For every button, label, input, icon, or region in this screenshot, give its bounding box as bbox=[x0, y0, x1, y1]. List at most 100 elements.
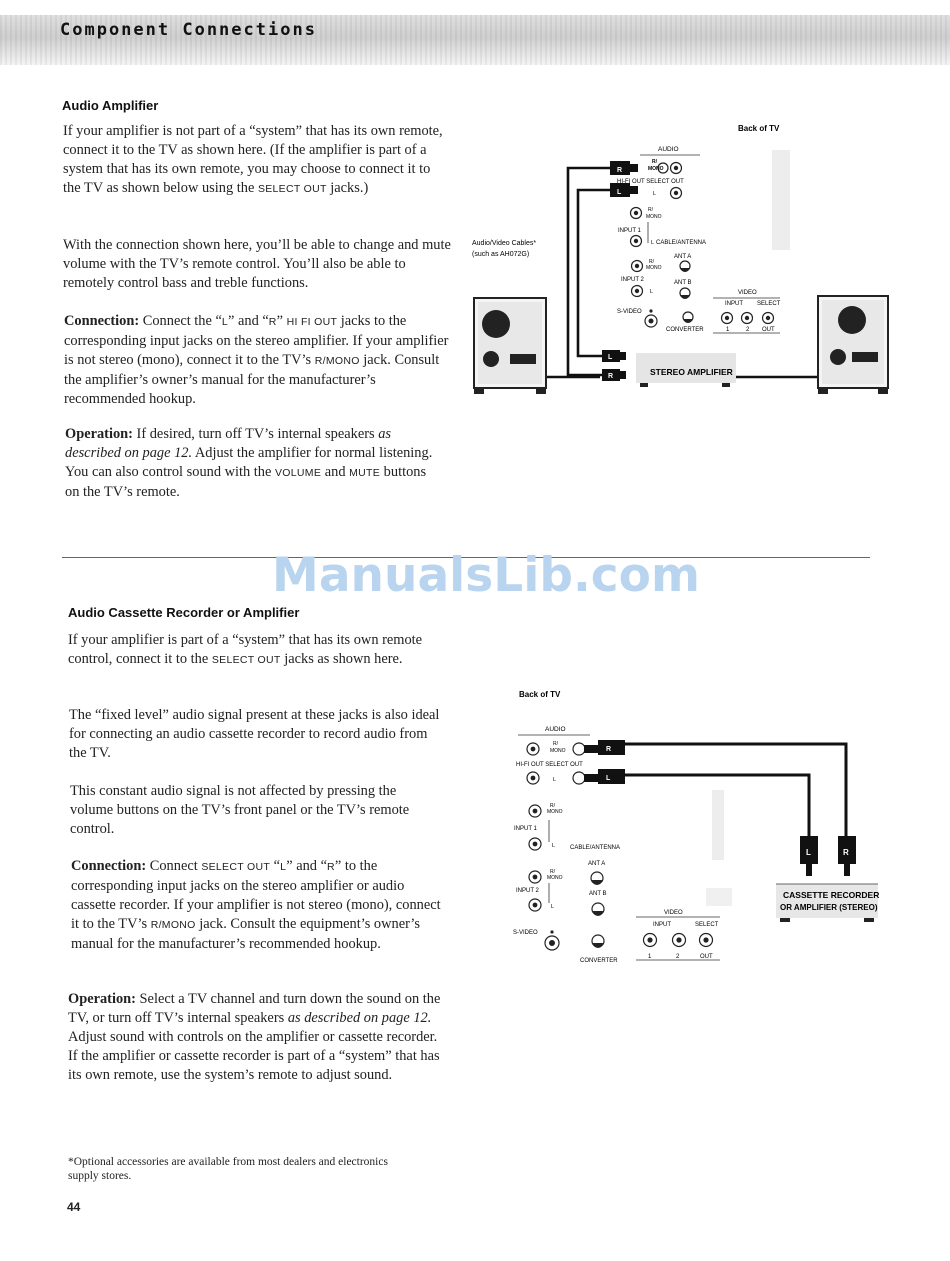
amplifier-connection-diagram: Back of TV AUDIO R/ MONO HI-FI OUT SELEC… bbox=[472, 124, 889, 394]
input2-r-jack bbox=[630, 259, 644, 273]
svg-text:SELECT: SELECT bbox=[757, 301, 781, 307]
tv-panel-texture bbox=[772, 150, 790, 250]
stereo-amplifier-label: STEREO AMPLIFIER bbox=[650, 367, 733, 377]
svg-text:1: 1 bbox=[726, 327, 730, 333]
svg-text:L: L bbox=[606, 775, 611, 782]
input1-l-jack bbox=[528, 837, 542, 851]
svg-text:MONO: MONO bbox=[550, 748, 566, 754]
right-speaker-tweeter bbox=[830, 349, 846, 365]
input1-r-jack bbox=[629, 206, 643, 220]
s1-connection-paragraph: Connection: Connect the “L” and “R” HI F… bbox=[64, 313, 449, 407]
watermark: ManualsLib.com bbox=[272, 548, 700, 603]
right-speaker-woofer bbox=[838, 306, 866, 334]
svg-text:R/: R/ bbox=[648, 207, 654, 213]
svg-text:L: L bbox=[551, 904, 554, 910]
r-mono-jack bbox=[526, 742, 540, 756]
left-speaker-woofer bbox=[482, 310, 510, 338]
page-number: 44 bbox=[67, 1200, 81, 1214]
hifi-l-jack bbox=[526, 771, 540, 785]
select-out-l-jack bbox=[572, 771, 586, 785]
back-of-tv-label: Back of TV bbox=[738, 124, 780, 133]
cable-l bbox=[576, 188, 620, 358]
svg-text:L: L bbox=[653, 191, 656, 197]
svg-text:L: L bbox=[552, 843, 555, 849]
input1-l-jack bbox=[629, 234, 643, 248]
svg-text:MONO: MONO bbox=[646, 265, 662, 271]
s-video-jack bbox=[544, 935, 560, 951]
svg-text:OUT: OUT bbox=[762, 327, 775, 333]
svg-text:SELECT: SELECT bbox=[695, 922, 719, 928]
ant-b-label: ANT B bbox=[589, 891, 607, 897]
cassette-label-line1: CASSETTE RECORDER bbox=[783, 890, 879, 900]
svg-text:L: L bbox=[806, 848, 811, 857]
input1-label: INPUT 1 bbox=[514, 826, 538, 832]
video-input1-jack bbox=[720, 311, 734, 325]
ant-b-label: ANT B bbox=[674, 280, 692, 286]
svg-text:R/: R/ bbox=[649, 259, 655, 265]
cable-antenna-label: CABLE/ANTENNA bbox=[570, 845, 620, 851]
svg-text:L: L bbox=[617, 189, 622, 196]
svg-text:(such as AH072G): (such as AH072G) bbox=[472, 251, 529, 258]
cables-label: Audio/Video Cables* bbox=[472, 240, 536, 247]
page-title: Component Connections bbox=[60, 20, 317, 40]
section-divider bbox=[62, 557, 870, 558]
tv-panel-texture bbox=[712, 790, 724, 860]
svg-text:INPUT: INPUT bbox=[653, 922, 671, 928]
svg-text:R/: R/ bbox=[652, 159, 658, 165]
s1-remote-paragraph: With the connection shown here, you’ll b… bbox=[63, 237, 451, 291]
plug-l-tv bbox=[598, 769, 625, 784]
svg-text:OUT: OUT bbox=[700, 954, 713, 960]
s1-intro-paragraph: If your amplifier is not part of a “syst… bbox=[63, 123, 443, 196]
svg-text:1: 1 bbox=[648, 954, 652, 960]
video-select-out-jack bbox=[761, 311, 775, 325]
header-band bbox=[0, 15, 950, 65]
s-video-label: S-VIDEO bbox=[513, 930, 538, 936]
plug-r-cassette bbox=[838, 836, 856, 864]
ant-a-label: ANT A bbox=[674, 254, 691, 260]
plug-l-amp bbox=[602, 350, 620, 362]
s2-constant-signal-paragraph: This constant audio signal is not affect… bbox=[70, 783, 410, 837]
cable-r bbox=[566, 166, 620, 377]
svg-text:2: 2 bbox=[746, 327, 750, 333]
cable-l bbox=[625, 773, 811, 836]
svg-text:MONO: MONO bbox=[646, 214, 662, 220]
input1-r-jack bbox=[528, 804, 542, 818]
svg-text:MONO: MONO bbox=[547, 809, 563, 815]
svg-text:R: R bbox=[608, 373, 613, 380]
plug-r-tv bbox=[610, 161, 630, 175]
ant-a-label: ANT A bbox=[588, 861, 605, 867]
svg-text:MONO: MONO bbox=[547, 875, 563, 881]
s-video-label: S-VIDEO bbox=[617, 309, 642, 315]
s1-operation-paragraph: Operation: If desired, turn off TV’s int… bbox=[65, 426, 433, 500]
svg-text:R: R bbox=[617, 167, 622, 174]
s2-intro-paragraph: If your amplifier is part of a “system” … bbox=[68, 632, 423, 667]
cassette-connection-diagram: Back of TV AUDIO R/ MONO HI-FI OUT SELEC… bbox=[513, 690, 879, 964]
input2-l-jack bbox=[630, 284, 644, 298]
select-out-r-jack bbox=[669, 161, 683, 175]
video-label: VIDEO bbox=[664, 910, 683, 916]
hifi-select-label: HI-FI OUT SELECT OUT bbox=[516, 762, 583, 768]
svg-text:2: 2 bbox=[676, 954, 680, 960]
plug-l-cassette bbox=[800, 836, 818, 864]
converter-label: CONVERTER bbox=[580, 958, 618, 964]
back-of-tv-label: Back of TV bbox=[519, 690, 561, 699]
converter-label: CONVERTER bbox=[666, 327, 704, 333]
s-video-jack bbox=[644, 314, 658, 328]
footnote: *Optional accessories are available from… bbox=[68, 1156, 388, 1182]
cable-r bbox=[625, 742, 848, 836]
cable-antenna-label: CABLE/ANTENNA bbox=[656, 240, 706, 246]
svg-text:L: L bbox=[553, 777, 556, 783]
cassette-recorder-box bbox=[776, 884, 878, 918]
left-speaker-tweeter bbox=[483, 351, 499, 367]
stereo-amplifier-box bbox=[636, 353, 736, 383]
plug-r-tv bbox=[598, 740, 625, 755]
plug-r-amp bbox=[602, 369, 620, 381]
svg-text:L: L bbox=[608, 354, 613, 361]
input2-label: INPUT 2 bbox=[516, 888, 540, 894]
r-mono-jack bbox=[657, 162, 669, 174]
svg-text:L: L bbox=[651, 240, 654, 246]
video-input2-jack bbox=[740, 311, 754, 325]
s2-operation-paragraph: Operation: Select a TV channel and turn … bbox=[68, 991, 441, 1083]
section-title-cassette-recorder: Audio Cassette Recorder or Amplifier bbox=[68, 605, 300, 620]
svg-text:MONO: MONO bbox=[648, 166, 664, 172]
